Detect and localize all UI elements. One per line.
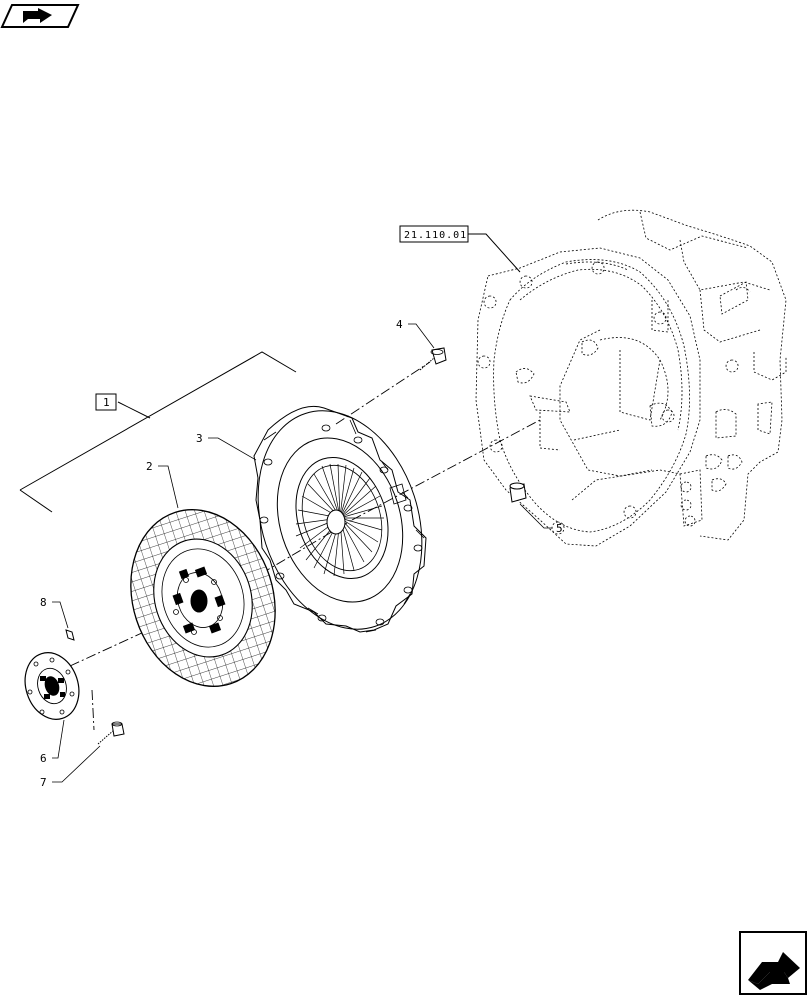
- callout-6: 6: [40, 719, 65, 765]
- pressure-plate: [253, 405, 427, 633]
- callout-8: 8: [40, 596, 69, 629]
- callout-3-label: 3: [196, 432, 203, 445]
- callout-6-label: 6: [40, 752, 47, 765]
- reference-callout[interactable]: 21.110.01: [399, 225, 521, 273]
- callout-4: 4: [396, 318, 435, 349]
- callout-7: 7: [40, 745, 101, 789]
- reference-label: 21.110.01: [404, 230, 467, 241]
- clutch-disc: [108, 490, 298, 706]
- callout-1-label: 1: [103, 396, 110, 409]
- assembly-bracket: [19, 351, 297, 513]
- callout-5-label: 5: [556, 522, 563, 535]
- dowel-pin: [65, 629, 75, 641]
- callout-3: 3: [196, 432, 257, 461]
- transmission-housing: [475, 209, 787, 547]
- callout-2-label: 2: [146, 460, 153, 473]
- callout-2: 2: [146, 460, 179, 509]
- diaphragm-spring-fingers: [295, 463, 384, 577]
- callout-8-label: 8: [40, 596, 47, 609]
- screw: [97, 721, 125, 745]
- next-page-icon[interactable]: [739, 931, 807, 995]
- dowel-sleeve: [509, 482, 527, 503]
- callout-1[interactable]: 1: [95, 393, 117, 411]
- callout-4-label: 4: [396, 318, 403, 331]
- bolt: [419, 347, 447, 371]
- flange-hub: [24, 652, 80, 720]
- callout-7-label: 7: [40, 776, 47, 789]
- back-navigation-icon[interactable]: [0, 4, 80, 28]
- damper-springs: [172, 566, 226, 634]
- callout-5: 5: [519, 503, 563, 535]
